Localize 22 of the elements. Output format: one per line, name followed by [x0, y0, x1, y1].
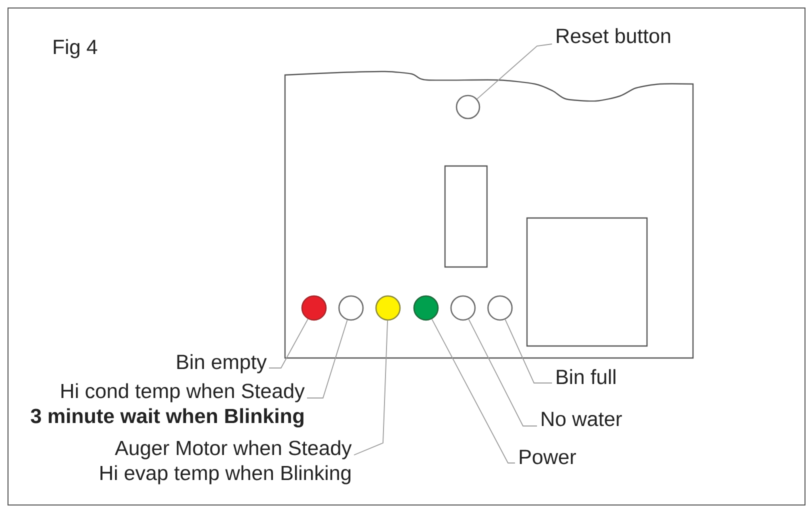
indicator-light — [375, 295, 401, 321]
callout-label: Power — [520, 450, 576, 464]
callout-label: No water — [542, 412, 622, 426]
callout-label: Bin empty — [177, 354, 267, 374]
leader-line — [354, 320, 388, 456]
callout-label: Hi cond temp when Steady 3 minute wait when Blinking — [30, 383, 305, 428]
indicator-light — [301, 295, 327, 321]
callout-label: Reset button — [556, 28, 670, 44]
indicator-light — [450, 295, 476, 321]
leader-line — [504, 319, 552, 384]
leader-line — [468, 318, 538, 426]
reset-button — [456, 94, 480, 120]
leader-line — [268, 318, 308, 368]
indicator-light — [338, 295, 364, 321]
indicator-light — [487, 295, 513, 321]
callout-label: Bin full — [556, 369, 616, 384]
figure-number: Fig 4 — [54, 39, 98, 58]
leader-line — [306, 320, 348, 398]
leader-line — [476, 44, 552, 100]
indicator-light — [413, 295, 439, 321]
leader-line — [431, 318, 516, 464]
callout-label: Auger Motor when Steady Hi evap temp when Blinking — [100, 440, 352, 484]
